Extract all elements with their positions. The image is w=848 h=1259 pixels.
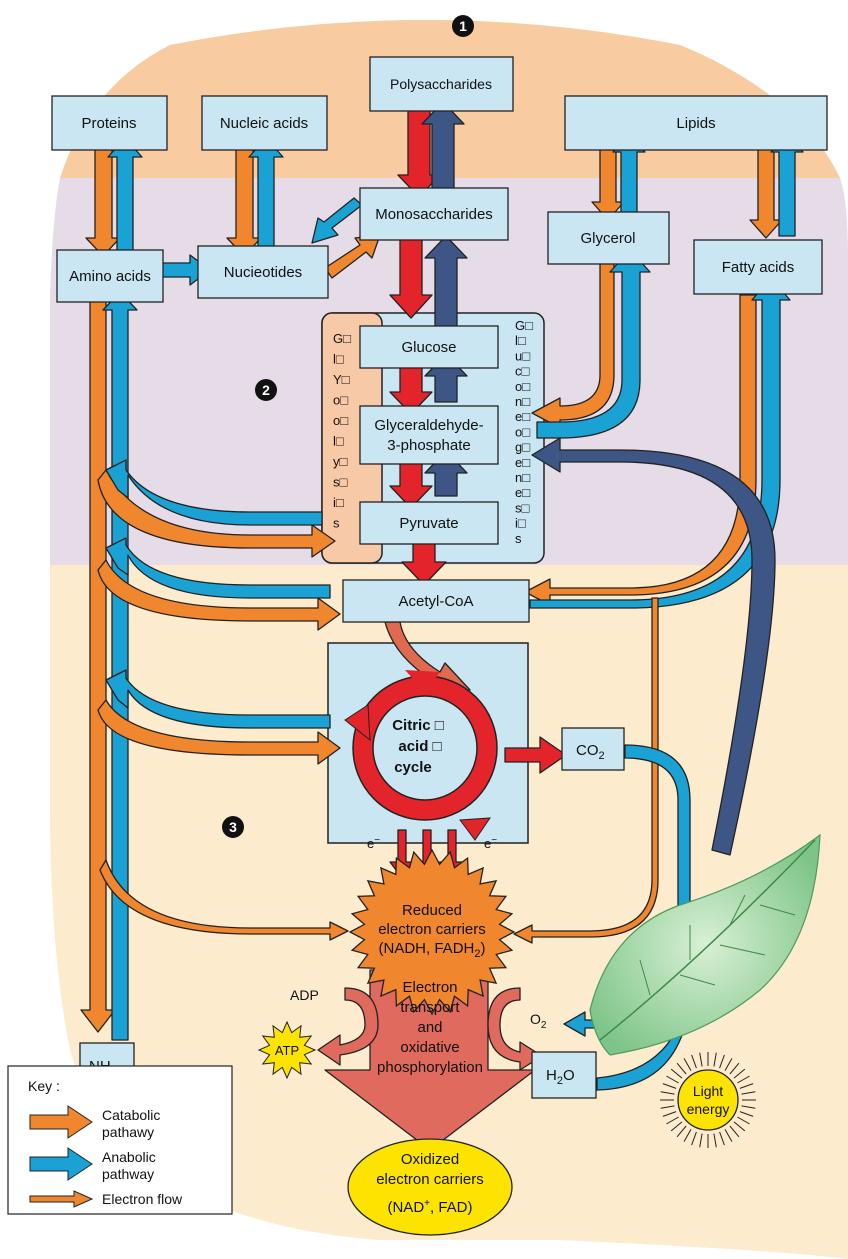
svg-text:3: 3 <box>229 819 237 835</box>
glycolysis-letter: s□ <box>333 475 348 490</box>
label-monosaccharides: Monosaccharides <box>375 206 493 223</box>
svg-text:Catabolic: Catabolic <box>102 1107 160 1123</box>
svg-text:1: 1 <box>459 18 467 34</box>
marker-1: 1 <box>452 15 474 37</box>
svg-text:pathway: pathway <box>102 1166 154 1182</box>
svg-text:Key :: Key : <box>28 1078 60 1094</box>
svg-text:oxidative: oxidative <box>400 1039 459 1056</box>
label-glycerol: Glycerol <box>580 230 635 247</box>
gluconeogenesis-letter: o□ <box>515 424 530 439</box>
svg-text:energy: energy <box>687 1101 730 1117</box>
svg-text:phosphorylation: phosphorylation <box>377 1059 483 1076</box>
svg-text:Electron: Electron <box>402 979 457 996</box>
gluconeogenesis-letter: e□ <box>515 455 530 470</box>
glycolysis-letter: G□ <box>333 331 351 346</box>
gluconeogenesis-letter: e□ <box>515 409 530 424</box>
label-g3p-line2: 3-phosphate <box>387 437 470 454</box>
label-glucose: Glucose <box>401 339 456 356</box>
label-lipids: Lipids <box>676 115 715 132</box>
gluconeogenesis-letter: c□ <box>515 364 530 379</box>
label-atp: ATP <box>275 1043 299 1058</box>
box-g3p <box>360 406 498 464</box>
label-proteins: Proteins <box>81 115 136 132</box>
gluconeogenesis-letter: n□ <box>515 470 530 485</box>
svg-text:2: 2 <box>262 382 270 398</box>
gluconeogenesis-letter: s <box>515 531 522 546</box>
glycolysis-letter: s <box>333 516 340 531</box>
svg-text:Light: Light <box>693 1083 723 1099</box>
label-g3p-line1: Glyceraldehyde- <box>374 417 483 434</box>
label-adp: ADP <box>290 987 319 1003</box>
cycle-line3: cycle <box>394 759 432 776</box>
glycolysis-letter: i□ <box>333 495 344 510</box>
svg-text:(NAD+, FAD): (NAD+, FAD) <box>387 1198 472 1216</box>
gluconeogenesis-letter: e□ <box>515 485 530 500</box>
label-fatty-acids: Fatty acids <box>722 259 795 276</box>
glycolysis-letter: l□ <box>333 352 344 367</box>
label-polysaccharides: Polysaccharides <box>390 76 492 92</box>
glycolysis-letter: l□ <box>333 434 344 449</box>
svg-text:pathawy: pathawy <box>102 1124 154 1140</box>
gluconeogenesis-letter: i□ <box>515 516 526 531</box>
svg-text:electron carriers: electron carriers <box>376 1171 484 1188</box>
svg-text:Reduced: Reduced <box>402 902 462 919</box>
key-legend: Key : Catabolic pathawy Anabolic pathway… <box>8 1066 232 1214</box>
svg-text:and: and <box>417 1019 442 1036</box>
gluconeogenesis-letter: l□ <box>515 333 526 348</box>
cycle-line1: Citric □ <box>392 717 444 734</box>
svg-text:Anabolic: Anabolic <box>102 1149 156 1165</box>
glycolysis-letter: Y□ <box>333 372 350 387</box>
gluconeogenesis-letter: g□ <box>515 440 530 455</box>
label-nucleic-acids: Nucleic acids <box>220 115 308 132</box>
label-acetyl-coa: Acetyl-CoA <box>398 593 473 610</box>
gluconeogenesis-letter: s□ <box>515 500 530 515</box>
gluconeogenesis-letter: u□ <box>515 348 530 363</box>
marker-3: 3 <box>222 816 244 838</box>
svg-text:transport: transport <box>400 999 460 1016</box>
label-pyruvate: Pyruvate <box>399 515 458 532</box>
label-amino-acids: Amino acids <box>69 268 151 285</box>
svg-text:Electron flow: Electron flow <box>102 1191 183 1207</box>
gluconeogenesis-letter: o□ <box>515 379 530 394</box>
gluconeogenesis-letter: G□ <box>515 318 533 333</box>
marker-2: 2 <box>255 379 277 401</box>
svg-text:electron carriers: electron carriers <box>378 921 486 938</box>
glycolysis-letter: o□ <box>333 393 348 408</box>
label-nucleotides: Nucieotides <box>224 264 302 281</box>
glycolysis-letter: y□ <box>333 454 348 469</box>
cycle-line2: acid □ <box>398 738 441 755</box>
glycolysis-letter: o□ <box>333 413 348 428</box>
svg-text:Oxidized: Oxidized <box>401 1151 459 1168</box>
gluconeogenesis-letter: n□ <box>515 394 530 409</box>
